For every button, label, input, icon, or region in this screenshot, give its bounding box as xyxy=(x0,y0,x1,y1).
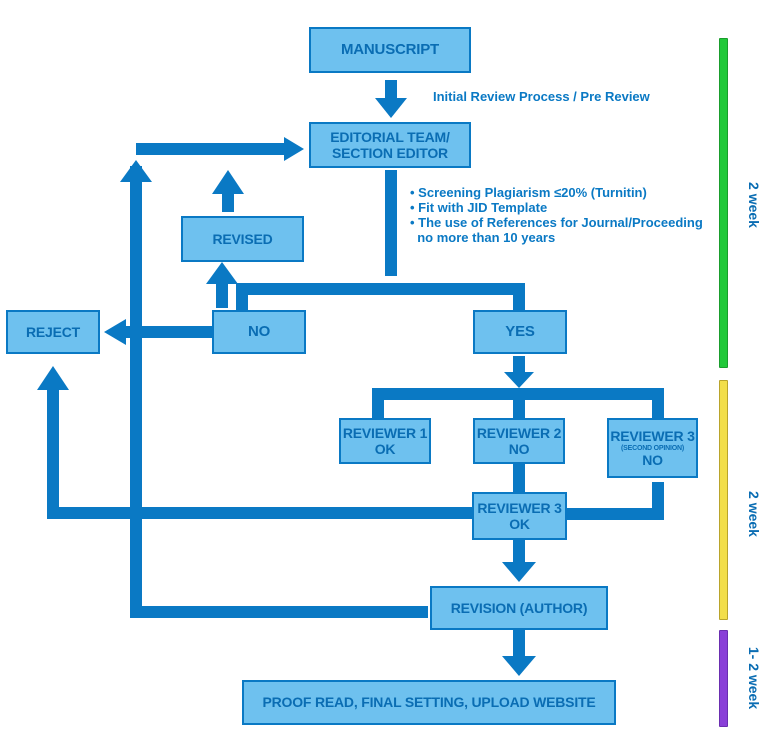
connector-reviewer2-drop xyxy=(513,388,525,418)
reviewer3a-label-line1: REVIEWER 3 xyxy=(610,428,695,445)
connector-revised-editorial xyxy=(222,192,234,212)
no-label: NO xyxy=(247,323,271,341)
connector-split-horizontal xyxy=(236,283,525,295)
reviewer3a-sublabel: (SECOND OPINION) xyxy=(621,444,684,452)
reviewer2-label-line2: NO xyxy=(508,441,530,457)
connector-reviewer2-reviewer3ok xyxy=(513,464,525,494)
reviewer3-ok-box: REVIEWER 3 OK xyxy=(472,492,567,540)
connector-editorial-down xyxy=(385,170,397,276)
connector-revision-feedback xyxy=(130,606,428,618)
reviewer1-box: REVIEWER 1 OK xyxy=(339,418,431,464)
screening-item: • Screening Plagiarism ≤20% (Turnitin) xyxy=(410,185,647,200)
yes-decision-box: YES xyxy=(473,310,567,354)
initial-review-note: Initial Review Process / Pre Review xyxy=(433,89,650,104)
manuscript-label: MANUSCRIPT xyxy=(341,41,439,59)
connector-manuscript-editorial xyxy=(385,80,397,98)
arrowhead-down-editorial xyxy=(375,98,407,118)
connector-reviewer3ok-revision xyxy=(513,540,525,564)
connector-reject-horizontal xyxy=(48,507,472,519)
editorial-label-line1: EDITORIAL TEAM/ xyxy=(330,128,450,145)
revision-label: REVISION (AUTHOR) xyxy=(450,599,588,616)
timeline-label-review: 2 week xyxy=(746,491,762,537)
timeline-label-final: 1- 2 week xyxy=(746,646,762,710)
reviewer1-label-line1: REVIEWER 1 xyxy=(342,424,428,441)
revised-box: REVISED xyxy=(181,216,304,262)
reviewer3a-label-line2: NO xyxy=(642,451,663,468)
reviewer1-label-line2: OK xyxy=(374,441,396,457)
connector-no-revised xyxy=(216,282,228,308)
connector-split-right xyxy=(513,283,525,313)
screening-item: • The use of References for Journal/Proc… xyxy=(410,215,703,230)
timeline-label-initial-review: 2 week xyxy=(746,182,762,228)
arrowhead-down-proofread xyxy=(502,656,536,676)
connector-reviewer3a-left xyxy=(566,508,664,520)
screening-criteria-note: • Screening Plagiarism ≤20% (Turnitin) •… xyxy=(410,185,703,245)
proofread-label: PROOF READ, FINAL SETTING, UPLOAD WEBSIT… xyxy=(262,694,596,711)
proofread-upload-box: PROOF READ, FINAL SETTING, UPLOAD WEBSIT… xyxy=(242,680,616,725)
revised-label: REVISED xyxy=(212,230,273,247)
editorial-team-box: EDITORIAL TEAM/ SECTION EDITOR xyxy=(309,122,471,168)
screening-item: • Fit with JID Template xyxy=(410,200,548,215)
connector-revision-proofread xyxy=(513,630,525,660)
arrowhead-right-editorial xyxy=(284,137,304,161)
connector-split-left xyxy=(236,283,248,313)
connector-feedback-vertical xyxy=(130,166,142,618)
arrowhead-up-editorial xyxy=(212,170,244,194)
reviewer3b-label-line2: OK xyxy=(509,516,530,532)
yes-label: YES xyxy=(505,323,535,341)
no-decision-box: NO xyxy=(212,310,306,354)
reject-label: REJECT xyxy=(25,323,81,340)
reviewer3b-label-line1: REVIEWER 3 xyxy=(477,499,562,516)
connector-reject-vertical xyxy=(47,386,59,519)
connector-yes-down xyxy=(513,356,525,374)
reviewer2-box: REVIEWER 2 NO xyxy=(473,418,565,464)
timeline-bar-final xyxy=(719,630,728,727)
connector-reviewer1-drop xyxy=(372,388,384,418)
reviewer2-label-line1: REVIEWER 2 xyxy=(476,424,562,441)
arrowhead-down-reviewers xyxy=(504,372,534,388)
reviewer3-second-opinion-box: REVIEWER 3 (SECOND OPINION) NO xyxy=(607,418,698,478)
connector-no-reject xyxy=(124,326,212,338)
arrowhead-left-reject xyxy=(104,319,126,345)
revision-author-box: REVISION (AUTHOR) xyxy=(430,586,608,630)
arrowhead-up-revised xyxy=(206,262,238,284)
screening-item: no more than 10 years xyxy=(410,230,556,245)
arrowhead-down-revision xyxy=(502,562,536,582)
timeline-bar-initial-review xyxy=(719,38,728,368)
manuscript-box: MANUSCRIPT xyxy=(309,27,471,73)
arrowhead-up-feedback xyxy=(120,160,152,182)
editorial-label-line2: SECTION EDITOR xyxy=(332,145,448,161)
connector-reviewer3-drop xyxy=(652,388,664,418)
reject-box: REJECT xyxy=(6,310,100,354)
connector-feedback-top xyxy=(136,143,286,155)
timeline-bar-review xyxy=(719,380,728,620)
arrowhead-up-reject xyxy=(37,366,69,390)
